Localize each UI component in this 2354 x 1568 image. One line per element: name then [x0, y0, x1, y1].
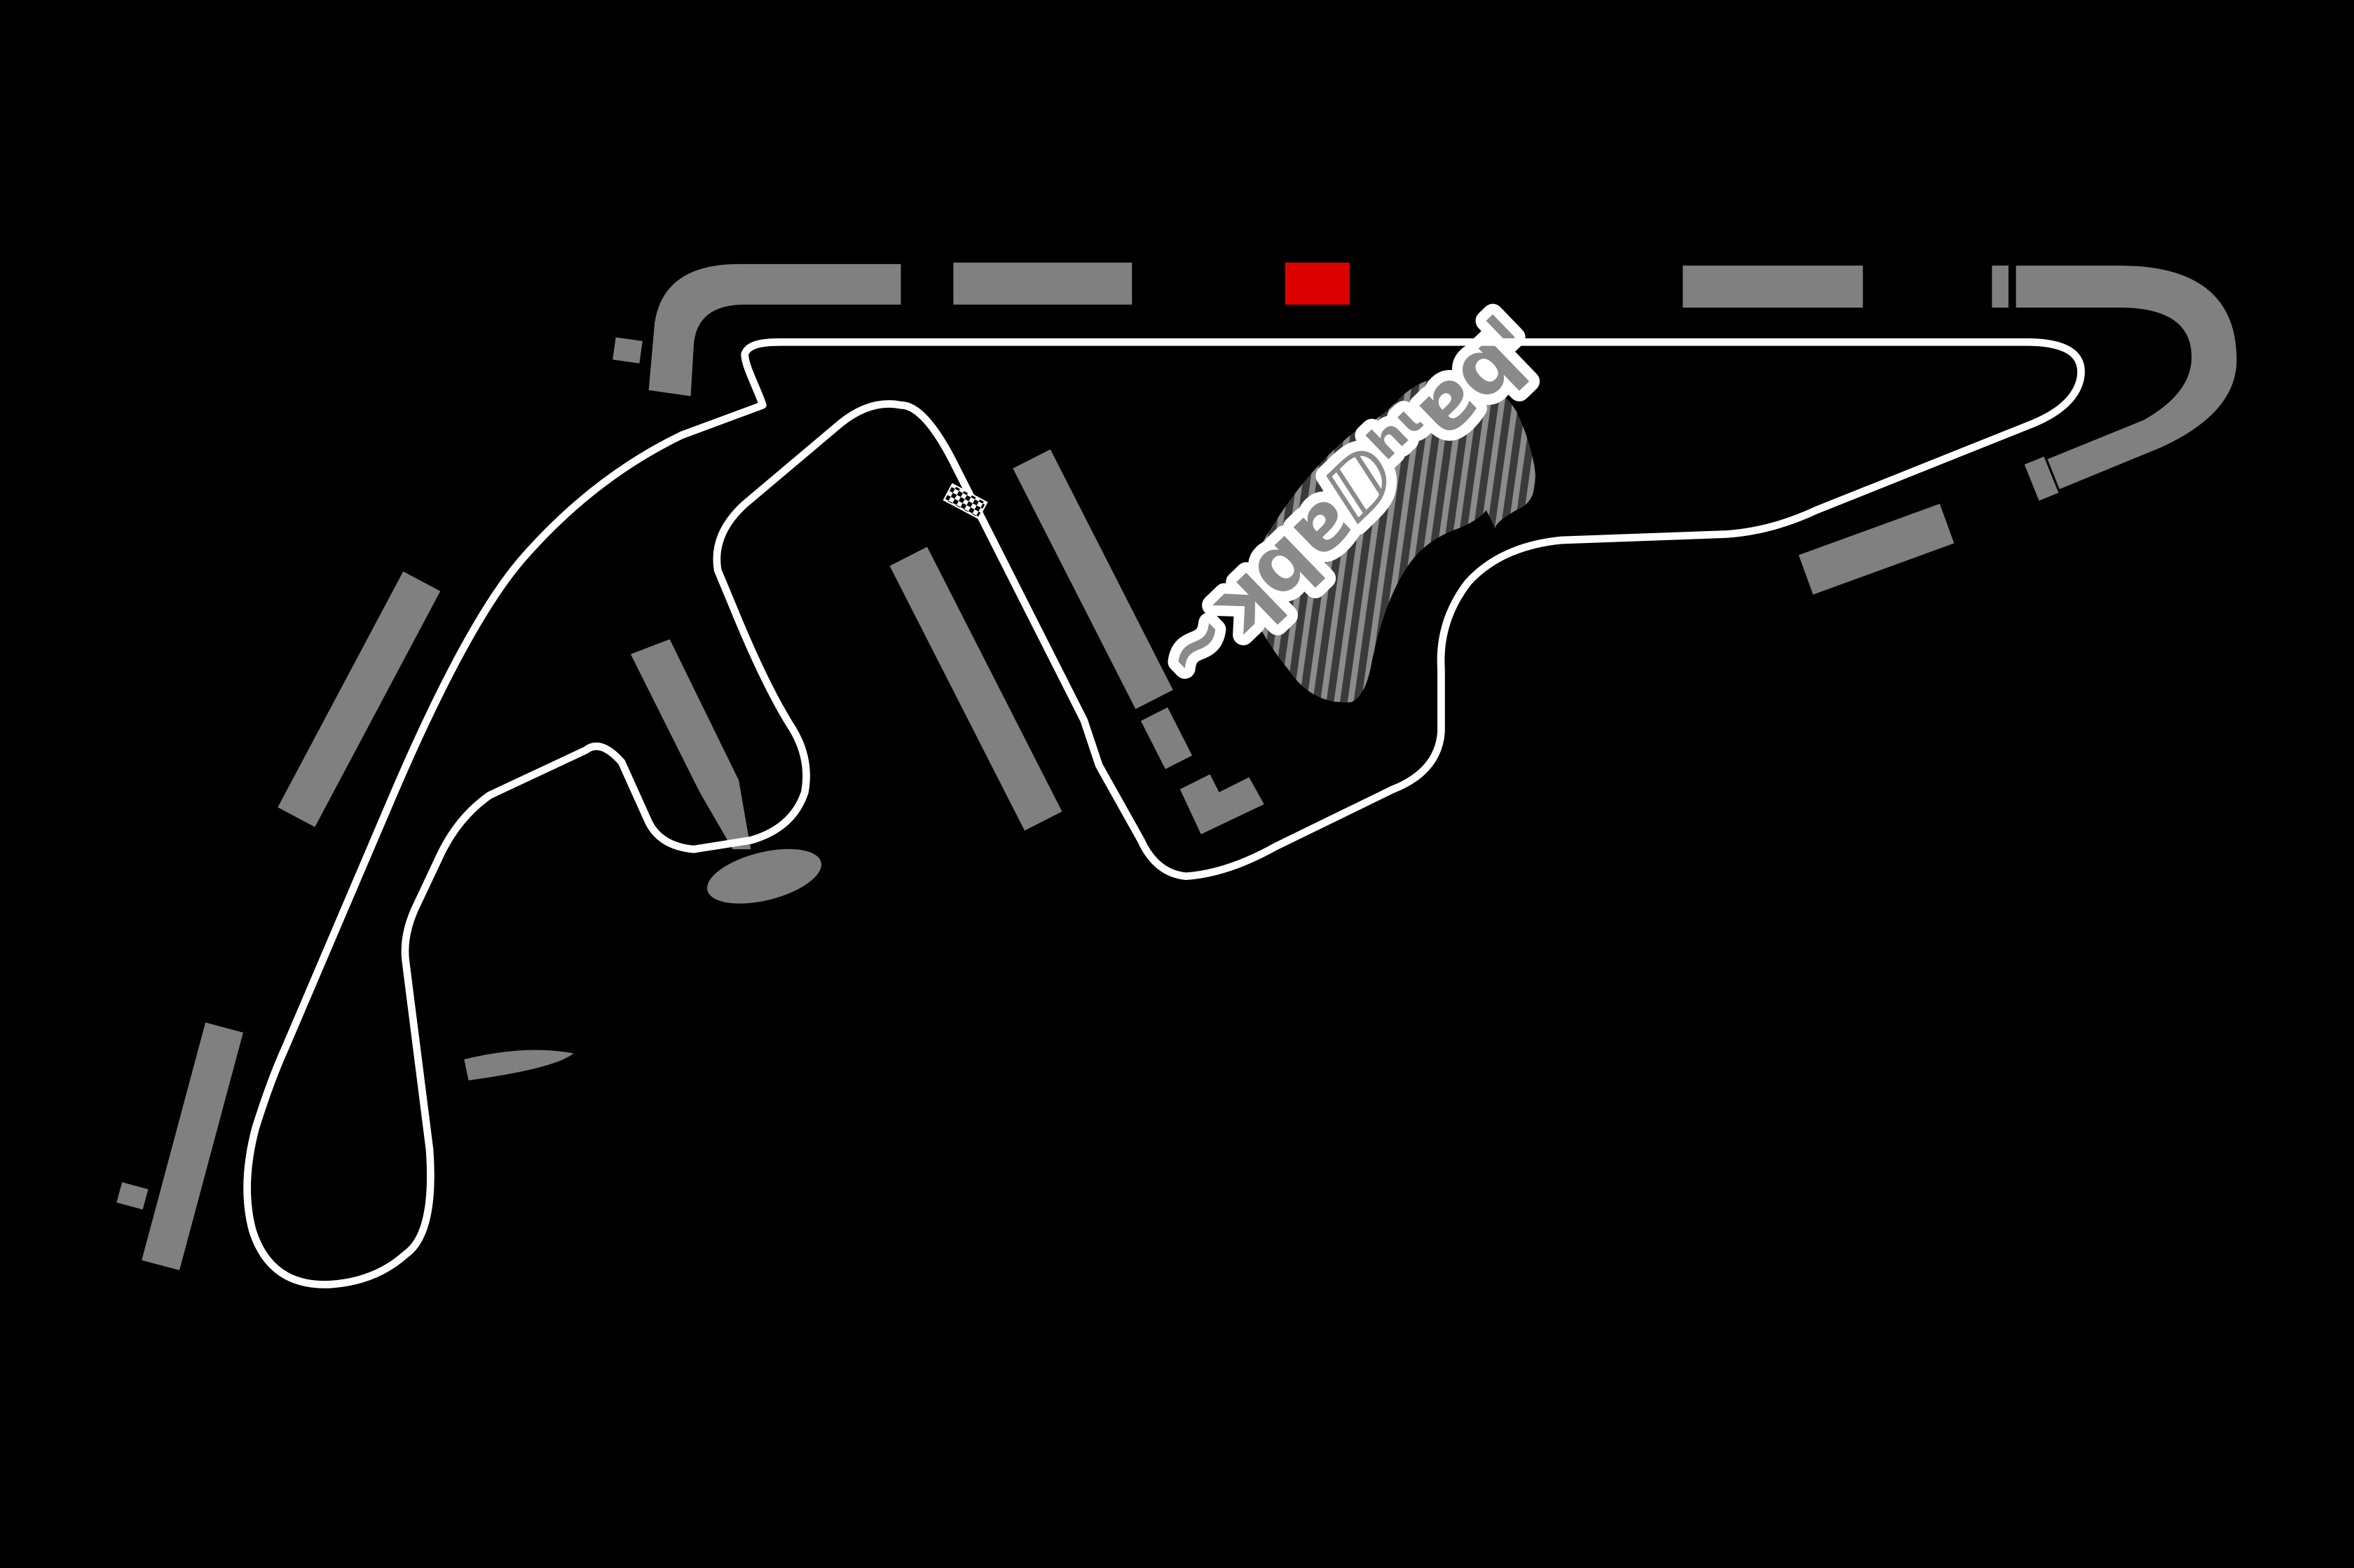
start-finish-marker — [943, 483, 988, 520]
lagoon-pier-north-end — [707, 848, 822, 904]
lagoon-pier-south — [464, 1050, 574, 1080]
red-marker — [1285, 262, 1350, 305]
grandstand-south-west-small — [116, 1182, 149, 1210]
grandstand-east-small — [2024, 456, 2059, 501]
marina-island — [1247, 375, 1535, 703]
grandstand-inner-3-small — [1140, 707, 1193, 769]
grandstand-north-2 — [953, 262, 1132, 305]
grandstand-east-diagonal — [1798, 504, 1955, 595]
grandstand-north-4-thin — [1992, 266, 2009, 308]
grandstand-north-west-curve — [648, 263, 901, 397]
grandstand-inner-1 — [889, 546, 1062, 831]
checkered-flag-icon — [943, 483, 988, 520]
circuit-track — [243, 338, 2085, 1288]
grandstand-inner-2 — [1013, 449, 1173, 710]
grandstand-south-west — [142, 1022, 243, 1271]
grandstand-inner-4-corner — [1179, 774, 1264, 834]
grandstand-west-diagonal — [278, 571, 441, 827]
grandstand-small-west-marker — [613, 337, 643, 364]
lagoon-pier-north — [630, 639, 751, 850]
grandstand-north-east-curve — [2016, 266, 2237, 490]
grandstands — [116, 262, 2237, 1271]
grandstand-north-3 — [1683, 266, 1863, 308]
